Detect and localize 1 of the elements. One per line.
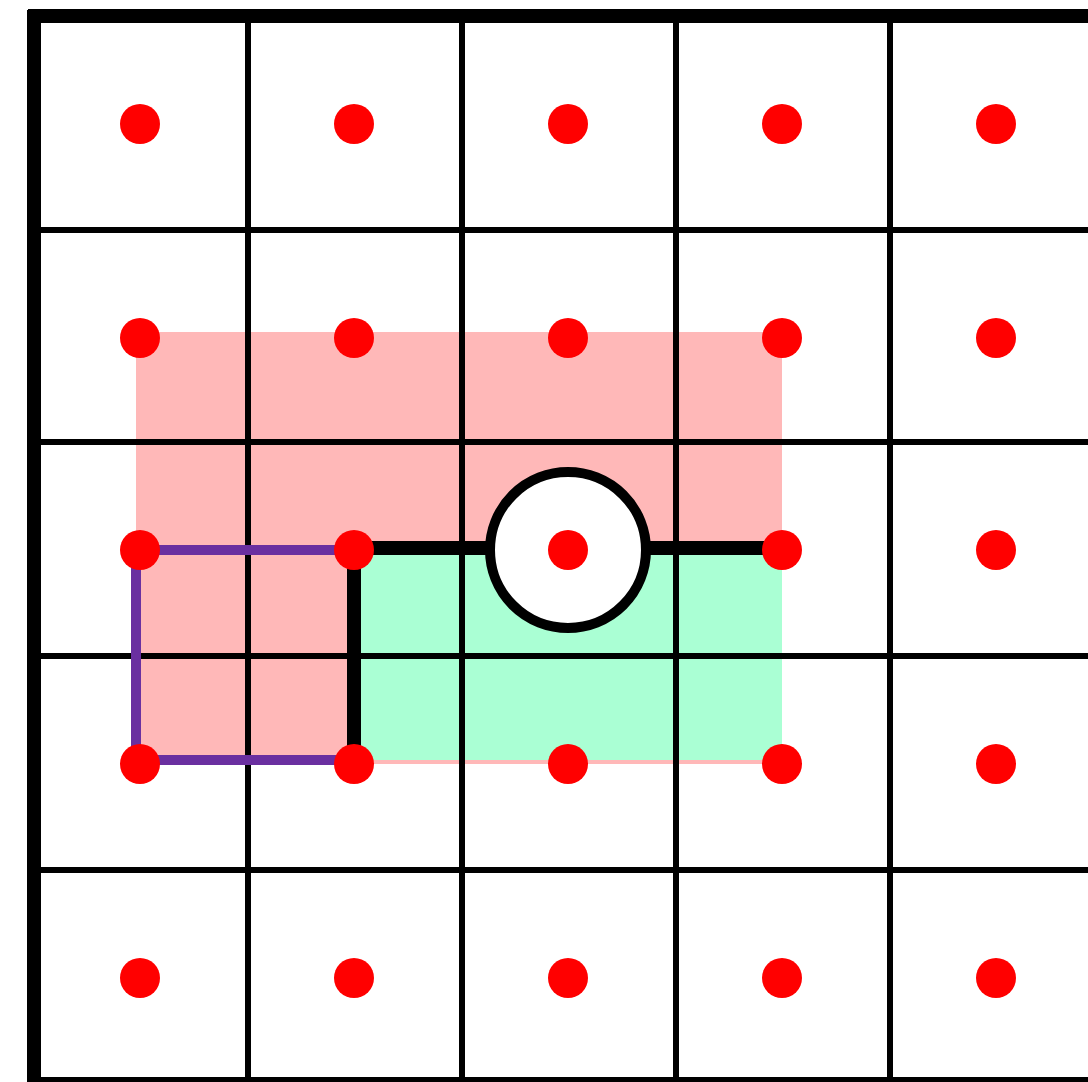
ring [485, 467, 651, 633]
